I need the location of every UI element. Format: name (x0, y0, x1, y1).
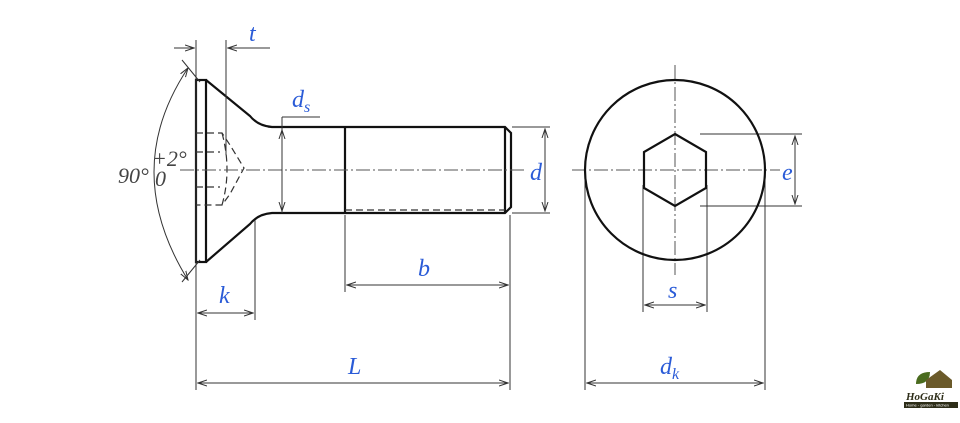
svg-text:HoGaKi: HoGaKi (905, 391, 945, 403)
hogaki-logo: HoGaKi Home - garden - kitchen (904, 370, 958, 408)
label-d: d (530, 160, 543, 186)
label-k: k (219, 283, 230, 309)
center-lines (180, 65, 780, 275)
svg-text:0: 0 (155, 166, 166, 191)
socket-hidden-lines (196, 132, 505, 211)
angle-annotation: 90° +2° 0 (118, 146, 187, 191)
label-b: b (418, 256, 430, 282)
svg-text:+2°: +2° (152, 146, 187, 171)
label-s: s (668, 278, 677, 304)
screw-end-view (583, 78, 767, 262)
svg-text:90°: 90° (118, 163, 149, 188)
label-dk: dk (660, 354, 680, 383)
svg-text:Home - garden - kitchen: Home - garden - kitchen (906, 403, 949, 408)
label-ds: ds (292, 87, 310, 116)
label-e: e (782, 160, 793, 186)
dimension-lines (153, 40, 802, 390)
screw-side-view (194, 78, 513, 264)
label-t: t (249, 21, 257, 47)
label-L: L (347, 354, 361, 380)
